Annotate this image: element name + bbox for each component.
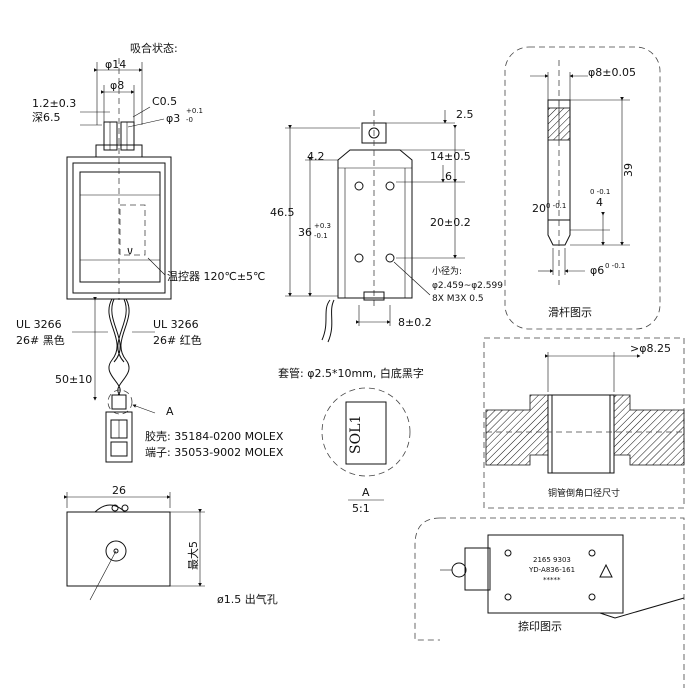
- plunger-dim-20: 20: [532, 202, 546, 215]
- plunger-dim-4-tol: 0 -0.1: [590, 188, 610, 196]
- dim-14: 14±0.5: [430, 150, 471, 163]
- plunger-dim-20-tol: 0 -0.1: [546, 202, 566, 210]
- side-view: 2.5 46.5 36 +0.3 -0.1 4.2 14±0.5 6: [270, 108, 503, 343]
- copper-section: >φ8.25 铜管倒角口径尺寸: [483, 337, 685, 509]
- hole-range: φ2.459~φ2.599: [432, 281, 503, 291]
- print-caption: 捺印图示: [518, 619, 562, 633]
- detail-ref-a: A: [166, 405, 174, 418]
- sleeve-detail: 套管: φ2.5*10mm, 白底黑字 SOL1 A 5:1: [278, 366, 424, 515]
- front-view: 吸合状态: φ14 φ8 1.2±0.3 深6.5 C0.5 φ3 +0.1 -…: [16, 41, 284, 463]
- dim-46-5: 46.5: [270, 206, 295, 219]
- hole-title: 小径为:: [432, 265, 462, 277]
- plunger-dim-phi8: φ8±0.05: [588, 66, 636, 79]
- plunger-dim-phi6: φ6: [590, 264, 604, 277]
- dim-8: 8±0.2: [398, 316, 432, 329]
- dim-50: 50±10: [55, 373, 92, 386]
- hole-spec: 8X M3X 0.5: [432, 294, 484, 304]
- sleeve-scale: 5:1: [352, 502, 370, 515]
- dim-phi3-tol-lower: -0: [186, 116, 193, 124]
- housing-spec: 胶壳: 35184-0200 MOLEX: [145, 429, 284, 443]
- copper-dim: >φ8.25: [630, 342, 671, 355]
- bottom-dim-26: 26: [112, 484, 126, 497]
- plunger-dim-phi6-tol: 0 -0.1: [605, 262, 625, 270]
- sleeve-ref: A: [362, 486, 370, 499]
- plunger-dim-39: 39: [622, 163, 635, 177]
- dim-4-2: 4.2: [307, 150, 325, 163]
- wire-right-type: UL 3266: [153, 318, 199, 331]
- print-view: 2165 9303 YD-A836-161 ***** 捺印图示: [414, 517, 685, 688]
- copper-caption: 铜管倒角口径尺寸: [548, 487, 620, 499]
- bottom-view: 26 最大5 ø1.5 出气孔: [64, 484, 278, 606]
- sleeve-text: 套管: φ2.5*10mm, 白底黑字: [278, 366, 424, 380]
- dim-phi14: φ14: [105, 58, 126, 71]
- dim-phi8: φ8: [110, 79, 124, 92]
- dim-c05: C0.5: [152, 95, 177, 108]
- wire-right-color: 26# 红色: [153, 333, 202, 347]
- print-line2: YD-A836-161: [528, 566, 575, 574]
- dim-6: 6: [445, 170, 452, 183]
- bottom-dim-max5: 最大5: [186, 541, 200, 570]
- dim-36: 36: [298, 226, 312, 239]
- dim-phi3: φ3: [166, 112, 180, 125]
- terminal-spec: 端子: 35053-9002 MOLEX: [145, 446, 284, 459]
- plunger-caption: 滑杆图示: [548, 305, 592, 319]
- dim-depth: 深6.5: [32, 111, 61, 124]
- wire-left-type: UL 3266: [16, 318, 62, 331]
- dim-2-5: 2.5: [456, 108, 474, 121]
- plunger-view: φ8±0.05 39 20 0 -0.1 4 0 -0.1 φ6 0 -0.1 …: [504, 46, 661, 330]
- wire-left-color: 26# 黑色: [16, 333, 65, 347]
- plunger-dim-4: 4: [596, 196, 603, 209]
- thermostat-label: 温控器 120℃±5℃: [167, 269, 265, 283]
- vent-label: ø1.5 出气孔: [217, 592, 278, 606]
- dim-phi3-tol-upper: +0.1: [186, 107, 203, 115]
- dim-20: 20±0.2: [430, 216, 471, 229]
- print-line1: 2165 9303: [533, 556, 571, 564]
- dim-1-2: 1.2±0.3: [32, 97, 76, 110]
- sleeve-label: SOL1: [348, 415, 364, 454]
- dim-36-tol-upper: +0.3: [314, 222, 331, 230]
- print-line3: *****: [543, 576, 561, 584]
- dim-36-tol-lower: -0.1: [314, 232, 328, 240]
- state-title: 吸合状态:: [130, 41, 178, 55]
